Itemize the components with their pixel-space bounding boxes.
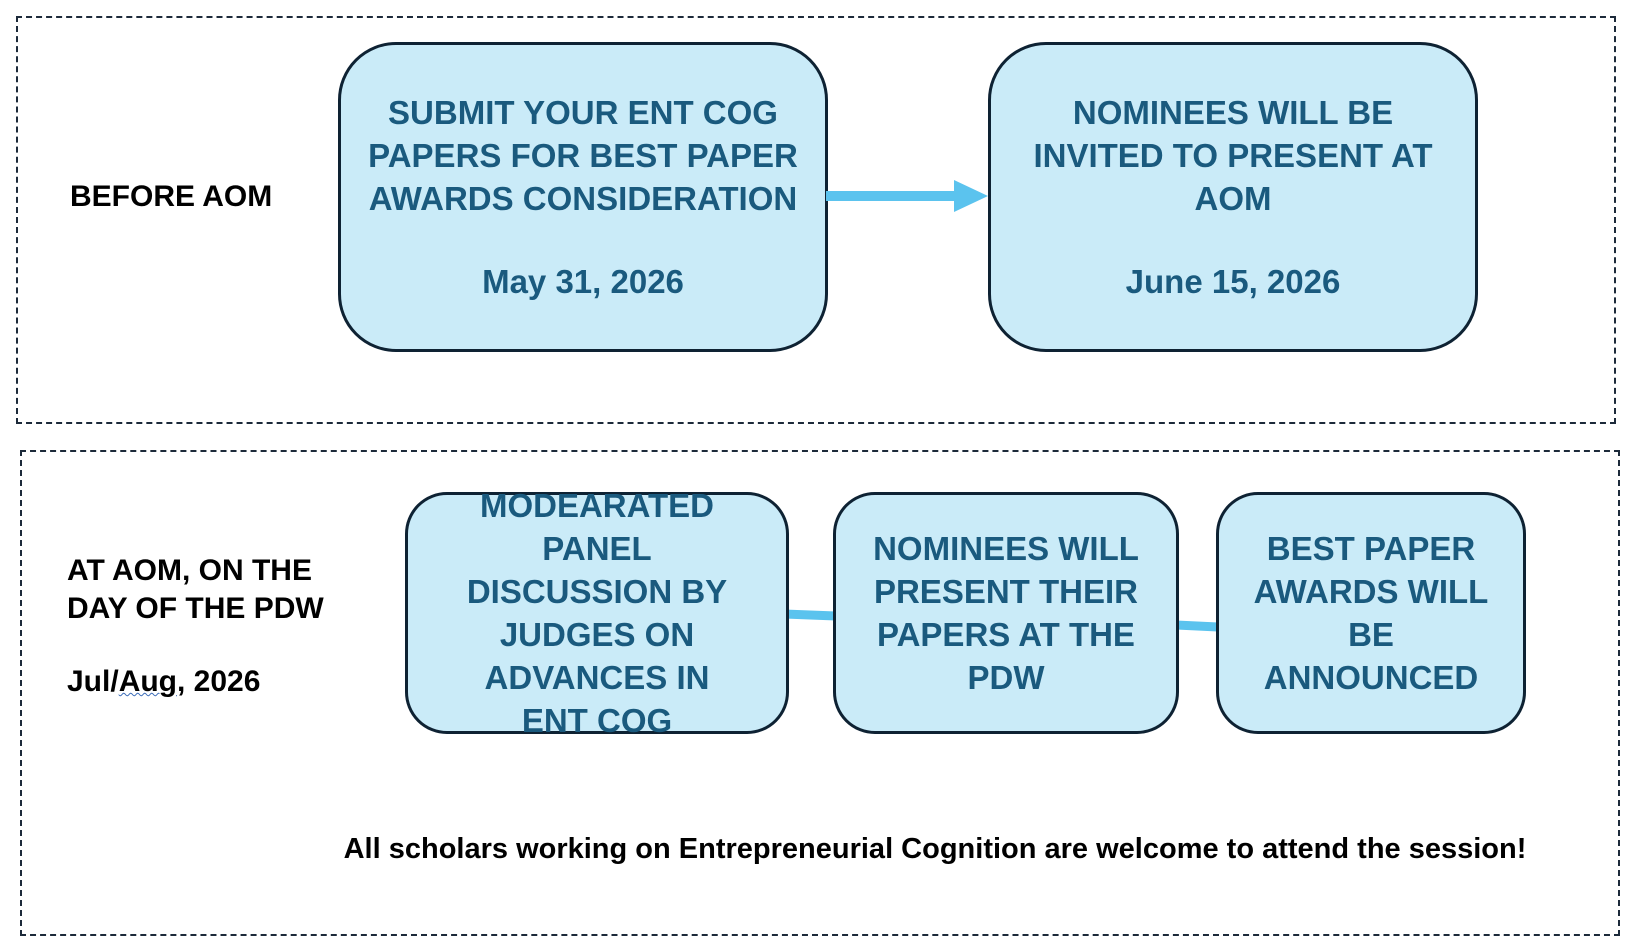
nominees-present-box: NOMINEES WILL PRESENT THEIR PAPERS AT TH… <box>833 492 1179 734</box>
awards-announced-box: BEST PAPER AWARDS WILL BE ANNOUNCED <box>1216 492 1526 734</box>
panel-discussion-box: MODEARATED PANEL DISCUSSION BY JUDGES ON… <box>405 487 789 739</box>
present-line: PAPERS AT THE <box>877 616 1135 653</box>
panel-line: ADVANCES IN <box>484 659 710 696</box>
awards-line: ANNOUNCED <box>1263 659 1479 696</box>
present-line: PRESENT THEIR <box>873 573 1139 610</box>
present-line: NOMINEES WILL <box>873 530 1139 567</box>
panel-line: JUDGES ON <box>499 616 695 653</box>
at-aom-label-line1: AT AOM, ON THE <box>67 554 312 587</box>
submit-papers-box: SUBMIT YOUR ENT COG PAPERS FOR BEST PAPE… <box>338 42 828 352</box>
at-aom-date-suffix: , 2026 <box>177 665 261 698</box>
at-aom-date: Jul/Aug, 2026 <box>67 663 260 701</box>
nominees-present-text: NOMINEES WILL PRESENT THEIR PAPERS AT TH… <box>873 527 1139 699</box>
panel-discussion-text: MODEARATED PANEL DISCUSSION BY JUDGES ON… <box>432 484 762 742</box>
before-aom-label: BEFORE AOM <box>70 180 273 213</box>
connector-line-1 <box>784 609 837 621</box>
at-aom-label-line2: DAY OF THE PDW <box>67 592 324 625</box>
at-aom-date-prefix: Jul/ <box>67 665 119 698</box>
submit-papers-text: SUBMIT YOUR ENT COG PAPERS FOR BEST PAPE… <box>368 94 798 217</box>
at-aom-section <box>20 450 1620 936</box>
awards-line: BEST PAPER <box>1266 530 1476 567</box>
connector-line-2 <box>1176 620 1219 632</box>
submit-deadline-date: May 31, 2026 <box>482 263 684 300</box>
arrow-connector <box>826 180 988 212</box>
nominees-invited-box: NOMINEES WILL BE INVITED TO PRESENT AT A… <box>988 42 1478 352</box>
welcome-note: All scholars working on Entrepreneurial … <box>343 833 1527 865</box>
awards-announced-text: BEST PAPER AWARDS WILL BE ANNOUNCED <box>1254 527 1489 699</box>
panel-line: DISCUSSION BY <box>466 573 728 610</box>
before-aom-section <box>16 16 1616 424</box>
at-aom-label: AT AOM, ON THE DAY OF THE PDW <box>67 552 324 628</box>
present-line: PDW <box>967 659 1045 696</box>
nominees-invited-text: NOMINEES WILL BE INVITED TO PRESENT AT A… <box>1033 94 1433 217</box>
panel-line: ENT COG <box>521 702 673 739</box>
awards-line: BE <box>1348 616 1394 653</box>
arrow-head <box>954 180 988 212</box>
nominees-invited-date: June 15, 2026 <box>1125 263 1341 300</box>
awards-line: AWARDS WILL <box>1253 573 1489 610</box>
panel-line: MODEARATED PANEL <box>479 487 715 567</box>
at-aom-date-month: Aug <box>118 665 178 698</box>
